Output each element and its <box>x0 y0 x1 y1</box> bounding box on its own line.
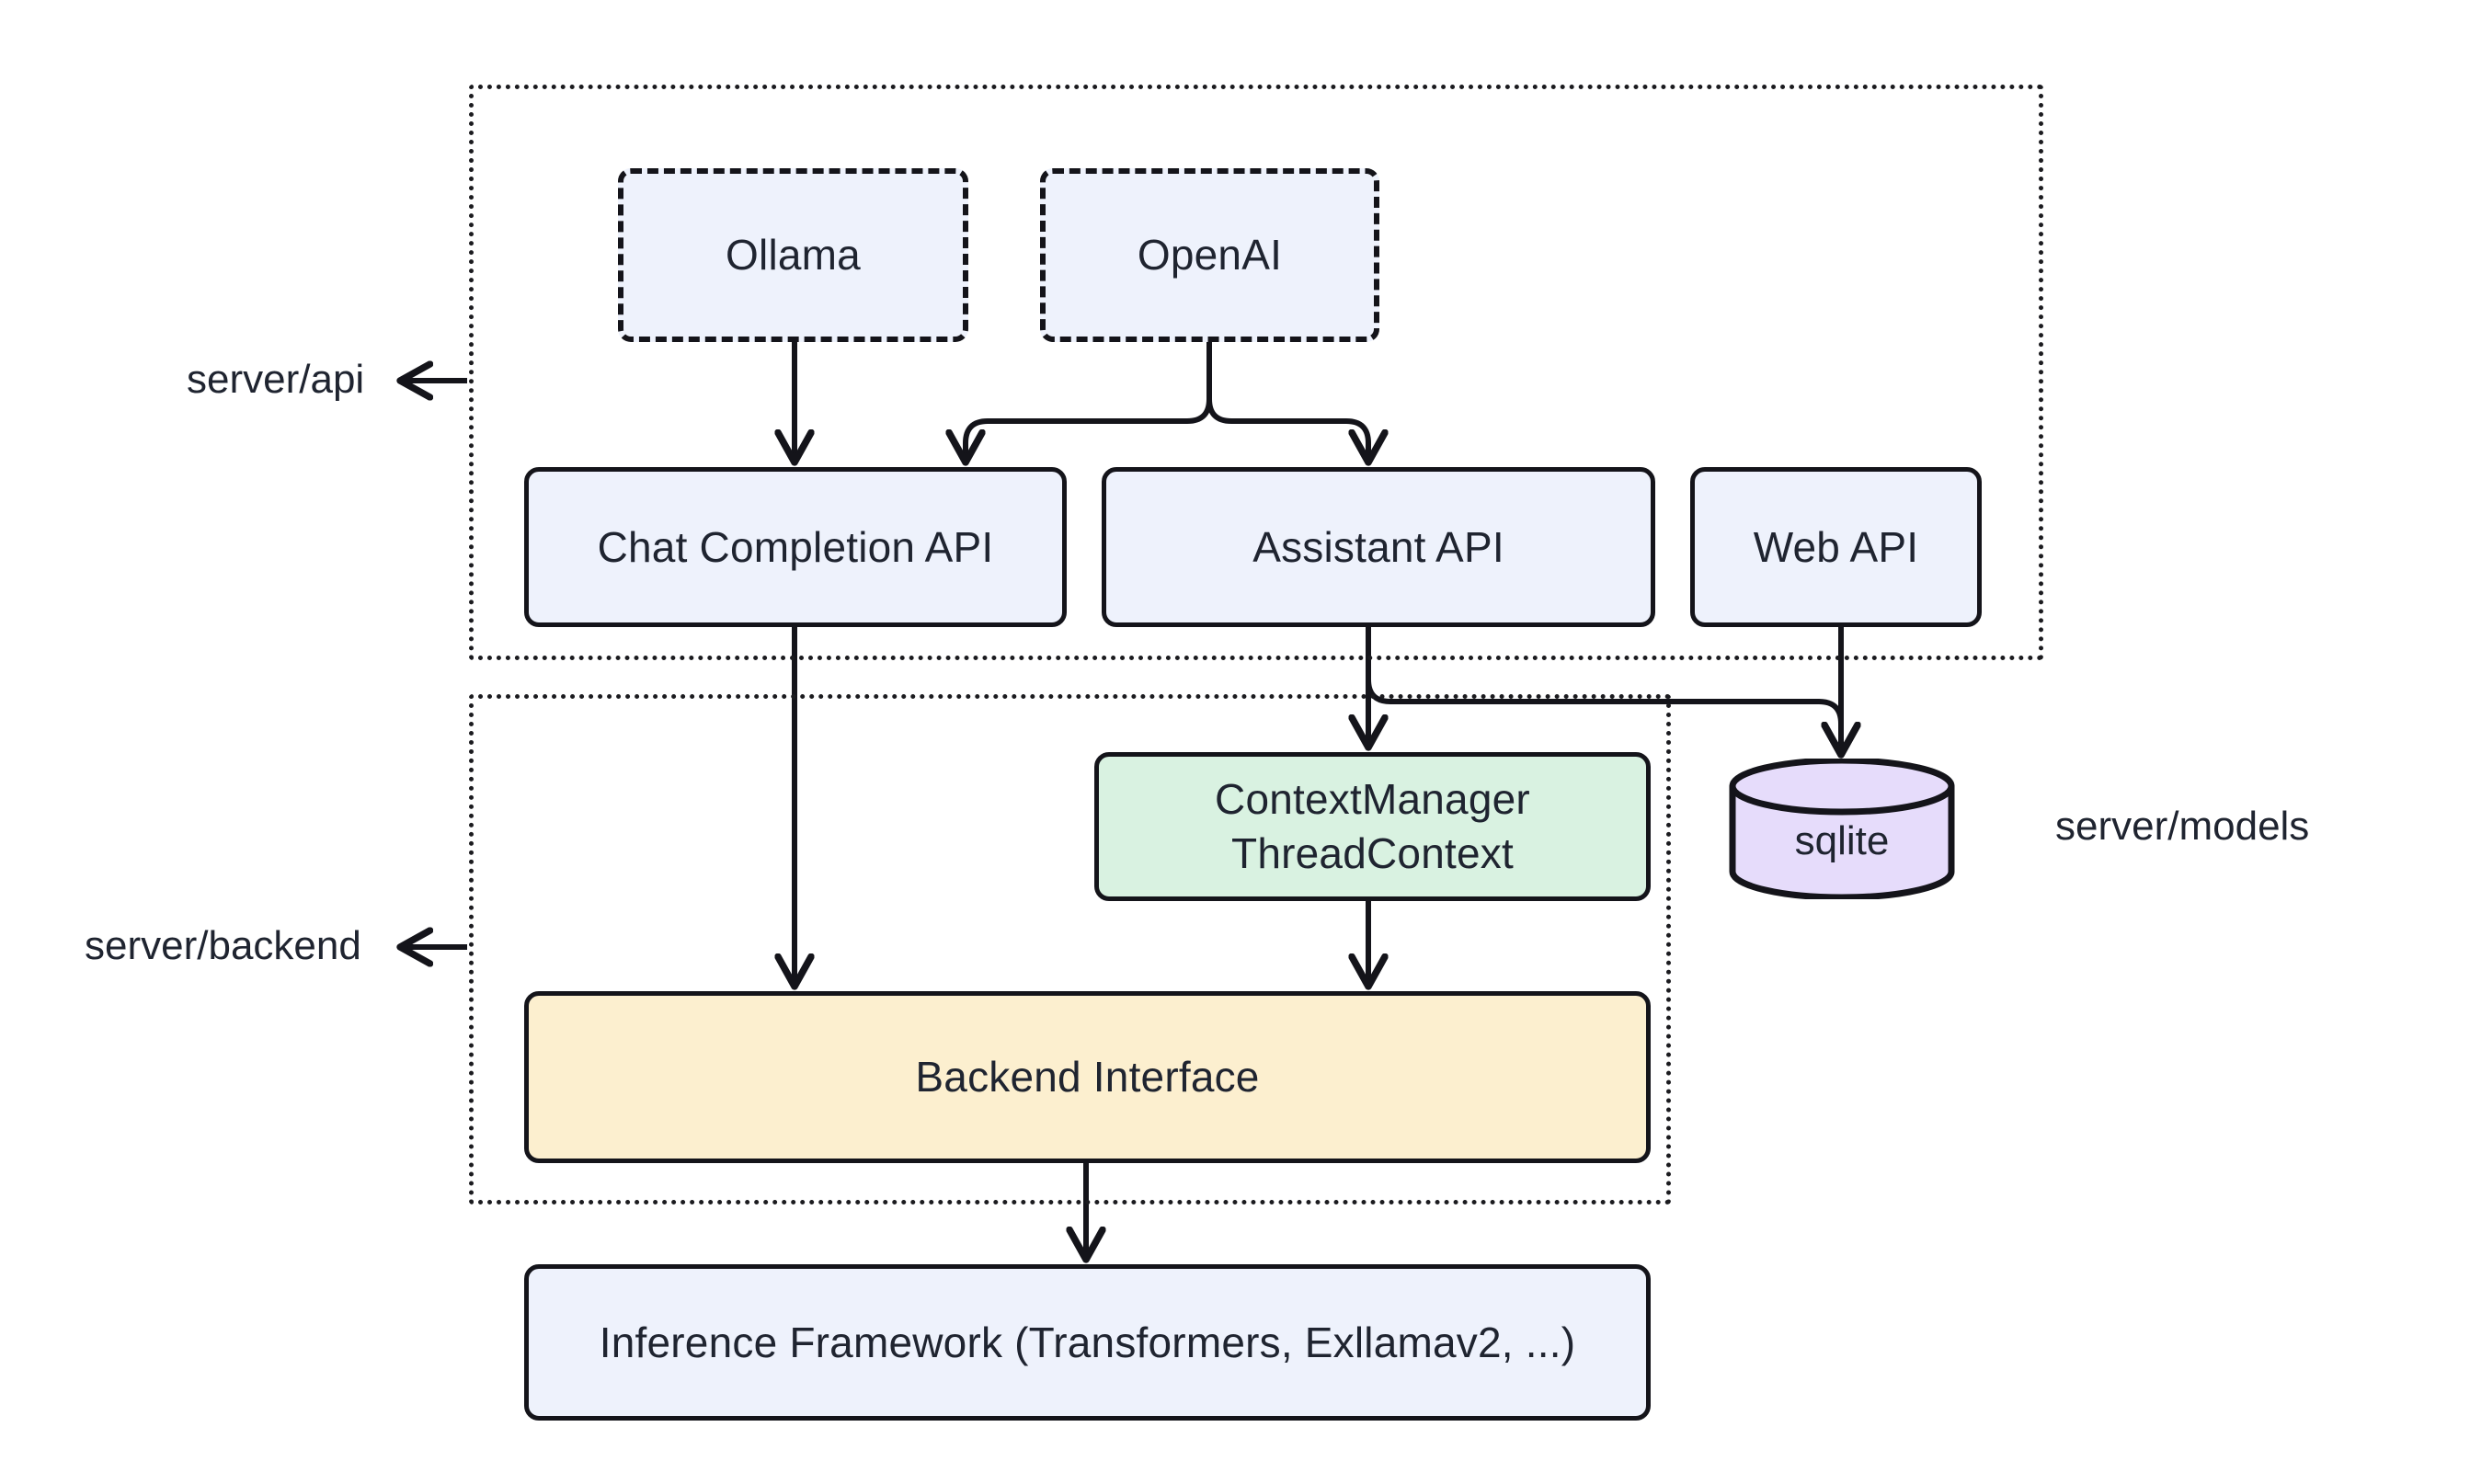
label-server-backend: server/backend <box>85 923 361 968</box>
node-inference-framework[interactable]: Inference Framework (Transformers, Exlla… <box>524 1264 1651 1421</box>
node-context-manager-thread-context[interactable]: ContextManager ThreadContext <box>1094 752 1651 901</box>
label-server-api: server/api <box>187 357 365 402</box>
subgraph-server-backend <box>469 694 1671 1204</box>
label-server-models: server/models <box>2055 804 2310 849</box>
node-assistant-api[interactable]: Assistant API <box>1102 467 1655 627</box>
node-ollama[interactable]: Ollama <box>618 168 968 342</box>
node-backend-interface[interactable]: Backend Interface <box>524 991 1651 1163</box>
node-sqlite-database[interactable]: sqlite <box>1729 757 1955 901</box>
subgraph-server-api <box>469 85 2043 660</box>
node-chat-completion-api[interactable]: Chat Completion API <box>524 467 1067 627</box>
node-web-api[interactable]: Web API <box>1690 467 1982 627</box>
database-cylinder-icon <box>1729 757 1955 901</box>
node-openai[interactable]: OpenAI <box>1040 168 1379 342</box>
